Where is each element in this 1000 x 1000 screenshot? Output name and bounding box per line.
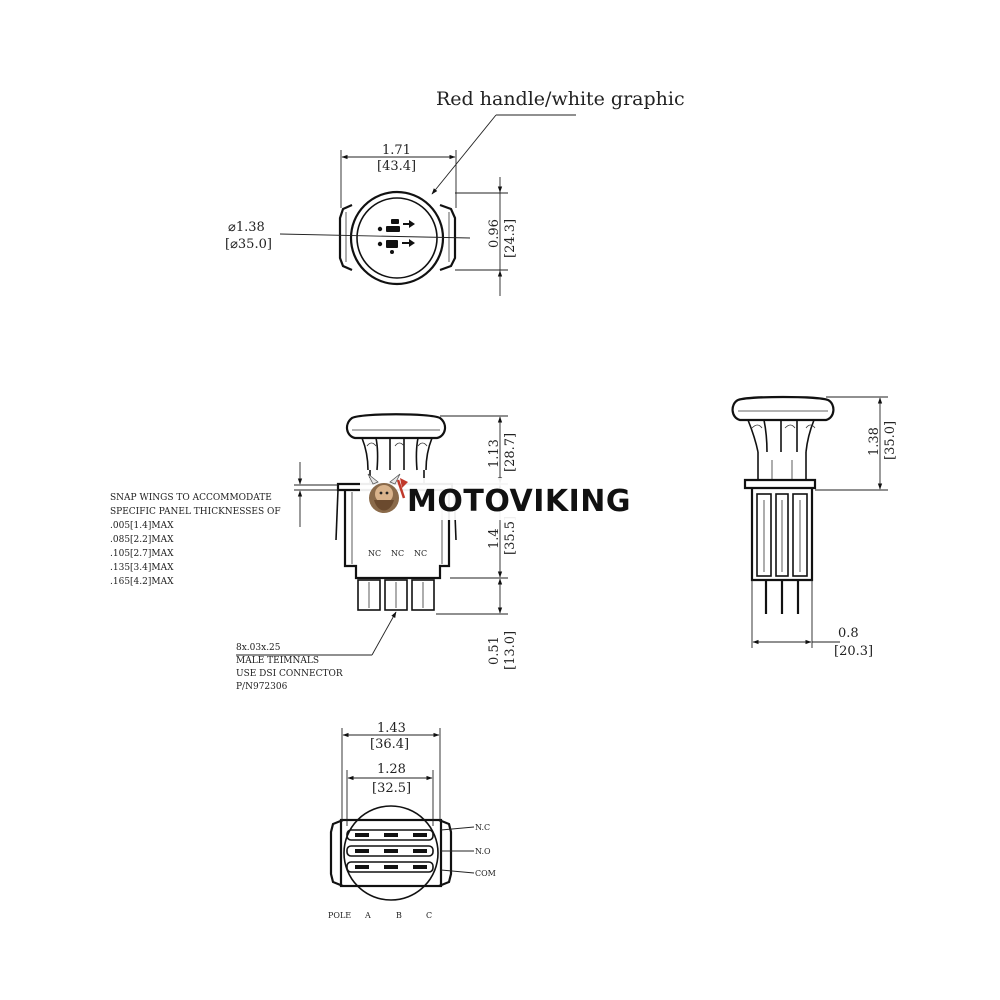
bottom-view-housing	[339, 818, 443, 888]
top-view-diameter-mm: [⌀35.0]	[225, 237, 272, 252]
row-label-no: N.O	[475, 847, 491, 856]
top-view-diameter-in: ⌀1.38	[228, 220, 265, 235]
side-view-housing-detail	[756, 493, 808, 577]
bottom-inner-in: 1.28	[377, 762, 406, 777]
front-view-left-snap-wing	[335, 489, 339, 541]
bottom-view-right-wing	[438, 818, 453, 888]
row-leader-com	[440, 869, 475, 874]
callout-leader-arrow	[431, 114, 497, 195]
watermark: MOTOVIKING	[360, 473, 636, 520]
top-view-knob-outer	[349, 190, 445, 286]
front-handle-mm: [28.7]	[503, 433, 518, 472]
side-view-flange	[743, 478, 817, 490]
bottom-view-left-wing	[329, 818, 344, 888]
bottom-view-terminal-row-com	[346, 861, 434, 873]
bottom-view-terminal-row-no	[346, 845, 434, 857]
bottom-inner-mm: [32.5]	[372, 781, 411, 796]
pole-label-a: A	[364, 911, 371, 920]
front-view-terminals	[357, 579, 435, 611]
pole-label-c: C	[426, 911, 432, 920]
snap-note-line-4: .085[2.2]MAX	[110, 535, 174, 545]
top-view-height-mm: [24.3]	[503, 219, 518, 258]
bottom-outer-in: 1.43	[377, 721, 406, 736]
side-view-terminals	[764, 580, 800, 614]
snap-note-line-5: .105[2.7]MAX	[110, 549, 174, 559]
front-view-flutes	[361, 437, 433, 471]
front-terminal-in: 0.51	[487, 636, 502, 665]
top-view-width-in: 1.71	[382, 143, 411, 158]
terminal-note-leader-arrow	[371, 611, 397, 656]
snap-note-line-1: SNAP WINGS TO ACCOMMODATE	[110, 493, 272, 503]
row-label-com: COM	[475, 869, 496, 878]
terminal-note-line-4: P/N972306	[236, 682, 288, 692]
side-view-knob-cap	[731, 395, 835, 422]
top-view-width-mm: [43.4]	[377, 159, 416, 174]
side-depth-mm: [20.3]	[834, 644, 873, 659]
front-view-housing	[343, 490, 451, 580]
nc-label-c: NC	[414, 549, 427, 558]
side-view-flutes	[747, 419, 816, 453]
callout-text: Red handle/white graphic	[436, 88, 685, 110]
nc-label-b: NC	[391, 549, 404, 558]
front-body-mm: [35.5]	[503, 516, 518, 555]
top-view-height-in: 0.96	[487, 219, 502, 248]
row-label-nc: N.C	[475, 823, 490, 832]
side-depth-in: 0.8	[838, 626, 859, 641]
terminal-note-line-3: USE DSI CONNECTOR	[236, 669, 343, 679]
top-view-left-wing	[338, 203, 353, 272]
terminal-note-line-2: MALE TEIMNALS	[236, 656, 319, 666]
top-view-knob-inner	[356, 197, 438, 279]
callout-group: Red handle/white graphic	[431, 88, 685, 195]
watermark-background	[360, 478, 636, 520]
row-leader-nc	[440, 826, 475, 831]
watermark-brand: MOTOVIKING	[407, 484, 631, 519]
front-view: NC NC NC SNAP WINGS TO ACCOMMODATE SPECI…	[110, 413, 518, 692]
pole-label: POLE	[328, 911, 351, 920]
front-handle-in: 1.13	[487, 439, 502, 468]
viking-mascot-icon	[367, 473, 408, 513]
nc-label-a: NC	[368, 549, 381, 558]
terminal-note-line-1: 8x.03x.25	[236, 643, 281, 653]
snap-note-line-2: SPECIFIC PANEL THICKNESSES OF	[110, 507, 281, 517]
side-height-mm: [35.0]	[883, 421, 898, 460]
bottom-view: N.C N.O COM POLE A B C 1.43 [36.4] 1.28 …	[328, 721, 496, 920]
front-view-knob-cap	[345, 413, 447, 440]
bottom-outer-mm: [36.4]	[370, 737, 409, 752]
side-height-in: 1.38	[867, 427, 882, 456]
snap-note-line-3: .005[1.4]MAX	[110, 521, 174, 531]
snap-note-line-7: .165[4.2]MAX	[110, 577, 174, 587]
front-terminal-mm: [13.0]	[503, 631, 518, 670]
top-view: 1.71 [43.4] ⌀1.38 [⌀35.0] 0.96 [24.3]	[225, 143, 518, 296]
top-view-diameter-leader	[279, 233, 471, 239]
pto-graphic-icon	[377, 219, 415, 254]
pole-label-b: B	[396, 911, 402, 920]
front-body-in: 1.4	[487, 528, 502, 549]
bottom-view-terminal-row-nc	[346, 829, 434, 841]
side-view: 1.38 [35.0] 0.8 [20.3]	[731, 395, 898, 659]
bottom-view-knob-outline	[343, 805, 439, 901]
snap-note-line-6: .135[3.4]MAX	[110, 563, 174, 573]
